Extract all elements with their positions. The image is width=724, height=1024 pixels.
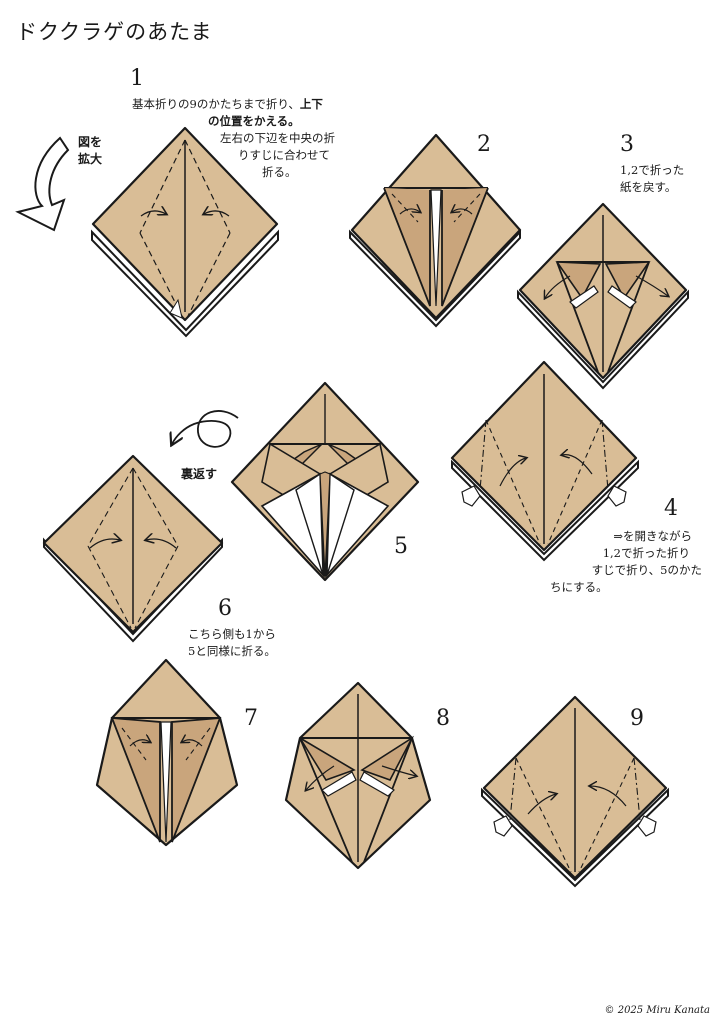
step-1-bold1: 上下	[299, 97, 323, 111]
step-1-figure	[91, 126, 279, 338]
step-3-figure	[517, 202, 689, 390]
page-title: ドククラゲのあたま	[16, 20, 213, 44]
step-4-line1: ⇒を開きながら	[613, 529, 692, 543]
step-6-line1: こちら側も1から	[188, 627, 276, 641]
step-6-line2: 5と同様に折る。	[188, 644, 276, 658]
step-2-number: 2	[477, 132, 491, 157]
step-1-number: 1	[130, 66, 144, 91]
step-4-number: 4	[664, 496, 678, 521]
step-7-number: 7	[244, 706, 258, 731]
step-1-line4: 折る。	[262, 165, 297, 179]
zoom-label: 図を 拡大	[78, 134, 102, 168]
step-8-figure	[284, 681, 432, 870]
step-4-line4: ちにする。	[550, 580, 608, 594]
flip-label: 裏返す	[181, 467, 218, 481]
step-8-number: 8	[436, 706, 450, 731]
open-arrow-icon	[607, 485, 627, 507]
zoom-label-line2: 拡大	[78, 152, 103, 166]
step-5-number: 5	[394, 534, 408, 559]
step-1-instruction: 基本折りの9のかたちまで折り、上下 の位置をかえる。 左右の下辺を中央の折 りす…	[132, 96, 372, 181]
step-4-line2: 1,2で折った折り	[602, 546, 690, 560]
open-arrow-icon	[461, 485, 481, 507]
step-9-figure	[481, 695, 669, 888]
step-4-instruction: ⇒を開きながら 1,2で折った折り すじで折り、5のかた ちにする。	[544, 528, 704, 596]
step-1-line3: りすじに合わせて	[238, 148, 330, 162]
step-4-figure	[450, 360, 639, 562]
step-1-line1: 基本折りの9のかたちまで折り、	[132, 97, 300, 111]
step-3-line2: 紙を戻す。	[620, 180, 677, 194]
zoom-arrow-icon	[15, 136, 70, 232]
step-6-figure	[42, 454, 224, 643]
flip-arrow-icon	[172, 410, 239, 448]
step-4-line3: すじで折り、5のかた	[591, 563, 702, 577]
step-1-line2: 左右の下辺を中央の折	[220, 131, 335, 145]
step-6-instruction: こちら側も1から 5と同様に折る。	[188, 626, 276, 660]
open-arrow-icon	[637, 815, 657, 837]
zoom-label-line1: 図を	[78, 135, 103, 149]
step-7-figure	[95, 658, 239, 847]
copyright: © 2025 Miru Kanata	[604, 1005, 710, 1016]
step-1-bold2: の位置をかえる。	[208, 114, 300, 128]
open-arrow-icon	[493, 815, 513, 837]
step-6-number: 6	[218, 596, 232, 621]
step-3-number: 3	[620, 132, 634, 157]
step-9-number: 9	[630, 706, 644, 731]
step-2-figure	[349, 133, 522, 328]
step-3-line1: 1,2で折った	[620, 163, 685, 177]
step-3-instruction: 1,2で折った 紙を戻す。	[620, 162, 684, 196]
step-5-figure	[230, 381, 420, 582]
